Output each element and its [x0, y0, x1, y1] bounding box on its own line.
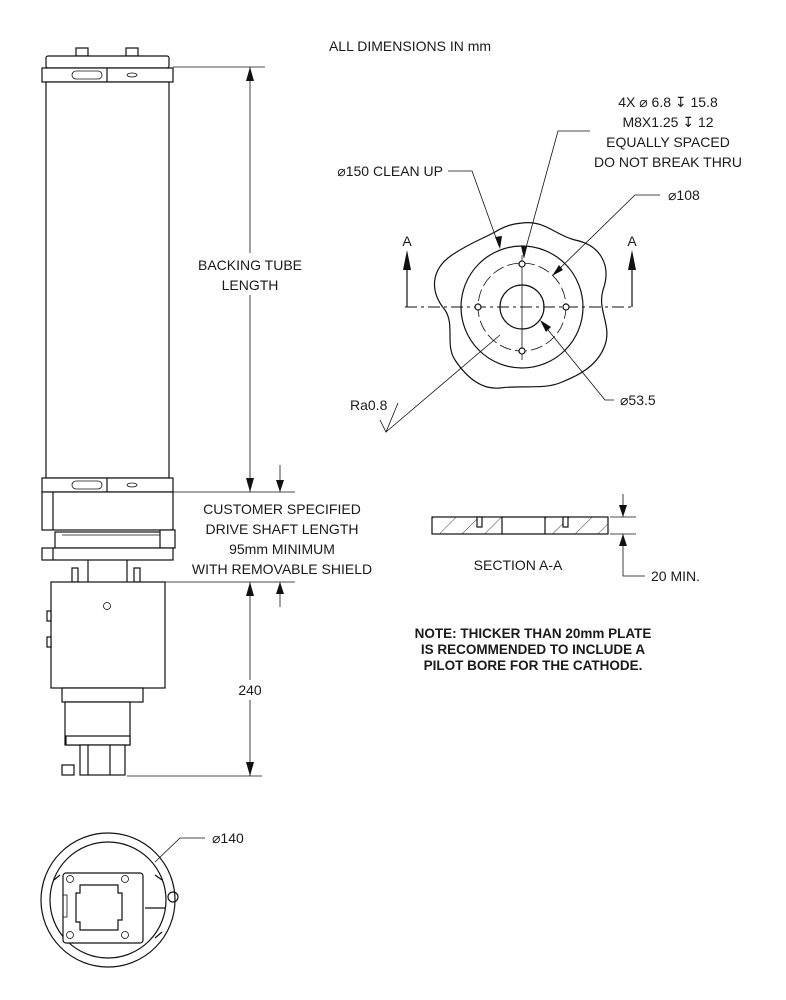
hole-callout-1: 4X ⌀ 6.8 ↧ 15.8 [618, 94, 718, 110]
drive-shaft-label-2: DRIVE SHAFT LENGTH [206, 521, 359, 537]
clean-up-dimension: ⌀150 CLEAN UP [337, 163, 443, 179]
units-note: ALL DIMENSIONS IN mm [329, 38, 491, 54]
height-dimension: 240 [238, 682, 262, 698]
backing-tube-label-2: LENGTH [222, 277, 279, 293]
bore-dimension: ⌀53.5 [620, 392, 656, 408]
plate-note: NOTE: THICKER THAN 20mm PLATE IS RECOMME… [415, 626, 652, 673]
surface-finish: Ra0.8 [350, 397, 388, 413]
hole-callout-2: M8X1.25 ↧ 12 [622, 114, 713, 130]
section-a-a-view: 20 MIN. SECTION A-A [431, 494, 700, 584]
section-title: SECTION A-A [474, 557, 563, 573]
note-line-1: NOTE: THICKER THAN 20mm PLATE [415, 626, 652, 641]
drive-shaft-label-4: WITH REMOVABLE SHIELD [192, 561, 372, 577]
side-view-dimensions: BACKING TUBE LENGTH CUSTOMER SPECIFIED D… [127, 66, 372, 777]
cathode-bottom-view: ⌀140 [40, 830, 244, 968]
note-line-2: IS RECOMMENDED TO INCLUDE A [421, 642, 646, 657]
drive-housing [50, 581, 166, 689]
backing-tube [45, 81, 170, 479]
backing-tube-label-1: BACKING TUBE [198, 257, 302, 273]
drive-shaft-label-3: 95mm MINIMUM [229, 541, 335, 557]
drive-shaft-label-1: CUSTOMER SPECIFIED [203, 501, 361, 517]
bolt-circle-dimension: ⌀108 [668, 187, 700, 203]
hole-callout-3: EQUALLY SPACED [606, 134, 730, 150]
hole-callout-4: DO NOT BREAK THRU [594, 154, 742, 170]
mounting-plate-view: A A 4X ⌀ 6.8 ↧ 15.8 M8X1.25 ↧ 12 EQUALLY… [337, 94, 742, 433]
section-marker-left: A [402, 233, 412, 249]
section-marker-right: A [627, 233, 637, 249]
thickness-dimension: 20 MIN. [651, 568, 700, 584]
bottom-diameter-dimension: ⌀140 [212, 830, 244, 846]
note-line-3: PILOT BORE FOR THE CATHODE. [424, 658, 643, 673]
cathode-side-view [41, 47, 176, 776]
